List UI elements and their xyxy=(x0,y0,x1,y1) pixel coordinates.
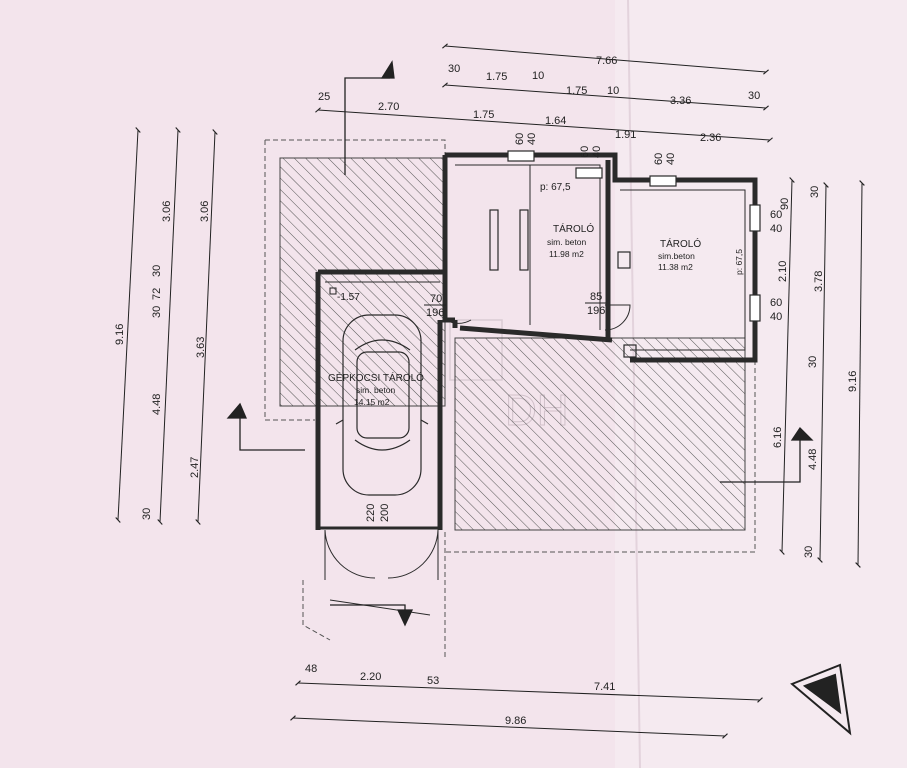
dim-bottom-overall: 9.86 xyxy=(505,715,526,727)
room-label-storage-1-area: 11.98 m2 xyxy=(549,249,584,259)
dim-right-inner-2: 6.16 xyxy=(772,427,784,448)
dim-bottom-r1-2: 53 xyxy=(427,675,439,687)
dim-top-r3-1: 2.70 xyxy=(378,101,399,113)
room-label-storage-2-name: TÁROLÓ xyxy=(660,237,701,250)
dim-left-small-1: 72 xyxy=(151,288,163,300)
room-label-storage-1-floor: sim. beton xyxy=(547,237,586,247)
storage-racks xyxy=(489,209,637,358)
section-markers xyxy=(226,60,814,627)
dim-left-mid-0: 3.06 xyxy=(161,201,173,222)
dim-top-r2-5: 3.36 xyxy=(670,95,691,107)
dimension-lines xyxy=(115,43,865,739)
window-1-width: 60 xyxy=(514,133,526,145)
door-1-width: 70 xyxy=(430,293,442,305)
door-2-height: 196 xyxy=(587,305,605,317)
garage-door xyxy=(320,526,440,616)
dim-top-r3-2: 1.75 xyxy=(473,109,494,121)
window-2-width: 60 xyxy=(579,146,591,158)
wall-inner-lines xyxy=(325,164,746,351)
room-label-storage-1-level: p: 67,5 xyxy=(540,182,571,193)
dim-right-mid-0: 30 xyxy=(809,186,821,198)
room-label-storage-2-area: 11.38 m2 xyxy=(658,262,693,272)
window-3-height: 40 xyxy=(665,153,677,165)
room-label-storage-2-level: p: 67,5 xyxy=(734,249,744,275)
north-arrow-icon xyxy=(790,663,852,736)
dim-top-r3-5: 2.36 xyxy=(700,132,721,144)
dim-left-small-0: 30 xyxy=(151,265,163,277)
level-marker xyxy=(329,287,337,295)
garage-door-height: 200 xyxy=(379,504,391,522)
dim-left-outer: 9.16 xyxy=(114,324,126,345)
window-4-width: 60 xyxy=(770,209,782,221)
dim-top-r3-0: 25 xyxy=(318,91,330,103)
dim-left-inner-1: 3.63 xyxy=(195,337,207,358)
car-icon xyxy=(335,314,429,496)
windows xyxy=(507,150,761,322)
window-2-height: 40 xyxy=(591,146,603,158)
window-3-width: 60 xyxy=(653,153,665,165)
window-4-height: 40 xyxy=(770,223,782,235)
dim-bottom-r1-3: 7.41 xyxy=(594,681,615,693)
door-1-height: 196 xyxy=(426,307,444,319)
room-label-storage-1-name: TÁROLÓ xyxy=(553,222,594,235)
dim-top-r2-2: 10 xyxy=(532,70,544,82)
dim-left-inner-0: 3.06 xyxy=(199,201,211,222)
doors xyxy=(445,295,631,331)
walls xyxy=(315,152,758,530)
dim-top-r3-4: 1.91 xyxy=(615,129,636,141)
room-label-storage-2-floor: sim.beton xyxy=(658,251,695,261)
dim-top-r2-4: 10 xyxy=(607,85,619,97)
dim-right-outer: 9.16 xyxy=(847,371,859,392)
room-label-garage-area: 14.15 m2 xyxy=(354,397,390,407)
dim-left-mid-2: 30 xyxy=(141,508,153,520)
window-1-height: 40 xyxy=(526,133,538,145)
dim-top-r2-6: 30 xyxy=(748,90,760,102)
dim-bottom-r1-1: 2.20 xyxy=(360,671,381,683)
dim-top-r3-3: 1.64 xyxy=(545,115,566,127)
garage-door-width: 220 xyxy=(365,504,377,522)
dim-right-mid-2: 30 xyxy=(807,356,819,368)
dim-top-r2-3: 1.75 xyxy=(566,85,587,97)
window-5-width: 60 xyxy=(770,297,782,309)
dim-left-inner-2: 2.47 xyxy=(189,457,201,478)
dim-right-inner-1: 2.10 xyxy=(777,261,789,282)
dim-top-r2-1: 1.75 xyxy=(486,71,507,83)
dim-right-mid-4: 30 xyxy=(803,546,815,558)
dim-left-mid-1: 4.48 xyxy=(151,394,163,415)
door-2-width: 85 xyxy=(590,291,602,303)
room-label-garage-name: GÉPKOCSI TÁROLÓ xyxy=(328,371,424,384)
dim-top-r2-0: 30 xyxy=(448,63,460,75)
room-label-garage-level: -1.57 xyxy=(337,292,360,303)
room-label-garage-floor: sim. beton xyxy=(356,385,395,395)
window-5-height: 40 xyxy=(770,311,782,323)
dim-bottom-r1-0: 48 xyxy=(305,663,317,675)
dim-right-inner-0: 90 xyxy=(779,198,791,210)
dim-left-small-2: 30 xyxy=(151,306,163,318)
dim-right-mid-3: 4.48 xyxy=(807,449,819,470)
dim-right-mid-1: 3.78 xyxy=(813,271,825,292)
dim-top-overall: 7.66 xyxy=(596,55,617,67)
